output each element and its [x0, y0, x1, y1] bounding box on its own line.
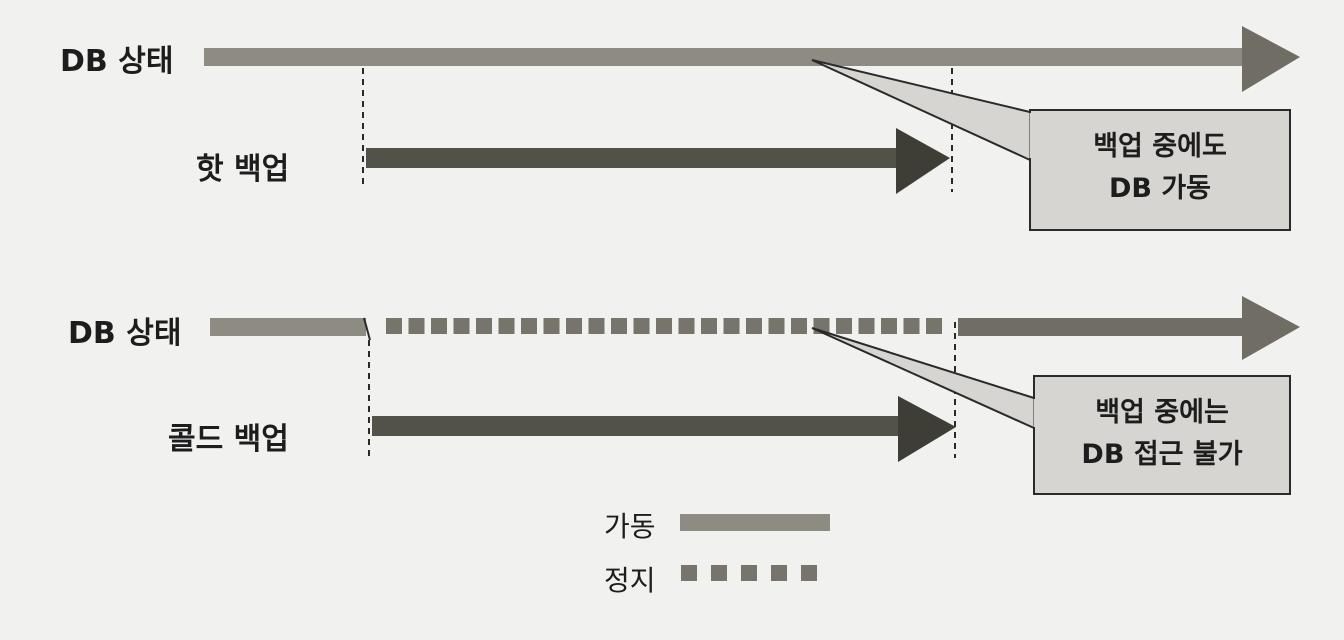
stopped-segment [881, 318, 897, 334]
cold-db-state-label: DB 상태 [68, 316, 182, 351]
hot-callout-line-1: 백업 중에도 [1093, 131, 1227, 162]
cold-callout-text: 백업 중에는 DB 접근 불가 [1034, 392, 1290, 476]
legend-running-label: 가동 [604, 510, 656, 543]
stopped-segment [566, 318, 582, 334]
legend-stopped-square [741, 565, 757, 581]
hot-backup-label: 핫 백업 [196, 152, 290, 187]
stopped-segment [633, 318, 650, 334]
cold-callout-line-1: 백업 중에는 [1095, 397, 1229, 428]
stopped-segment [498, 318, 515, 334]
stopped-segment [723, 318, 740, 334]
legend-stopped-swatch [681, 565, 817, 581]
legend-stopped-square [771, 565, 787, 581]
stopped-segment [701, 318, 717, 334]
hot-callout-line-2: DB 가동 [1108, 173, 1212, 204]
stopped-segment [791, 318, 807, 334]
stopped-segment [386, 318, 402, 334]
stopped-segment [746, 318, 762, 334]
legend-stopped-label: 정지 [604, 564, 656, 597]
stopped-segment [678, 318, 695, 334]
legend-stopped-square [681, 565, 697, 581]
stopped-segment [521, 318, 537, 334]
stopped-segment [431, 318, 447, 334]
cold-backup-label: 콜드 백업 [168, 422, 289, 457]
cold-callout-line-2: DB 접근 불가 [1081, 439, 1243, 470]
hot-backup-arrow [366, 128, 950, 194]
stopped-segment [453, 318, 470, 334]
stopped-segment [543, 318, 560, 334]
stopped-segment [903, 318, 920, 334]
stopped-segment [408, 318, 425, 334]
hot-callout-text: 백업 중에도 DB 가동 [1030, 126, 1290, 210]
hot-db-state-line [204, 26, 1300, 92]
legend-running-swatch [680, 514, 830, 531]
legend-stopped-square [711, 565, 727, 581]
cold-backup-arrow [372, 396, 956, 462]
stopped-segment [836, 318, 852, 334]
cold-db-stopped-segments [386, 318, 942, 334]
cold-db-state-line [210, 296, 1300, 360]
hot-db-state-label: DB 상태 [60, 44, 174, 79]
stopped-segment [611, 318, 627, 334]
stopped-segment [476, 318, 492, 334]
stopped-segment [768, 318, 785, 334]
stopped-segment [588, 318, 605, 334]
hot-callout-box [811, 59, 1291, 231]
cold-callout-box [811, 327, 1291, 495]
stopped-segment [656, 318, 672, 334]
stopped-segment [926, 318, 942, 334]
legend-stopped-square [801, 565, 817, 581]
stopped-segment [858, 318, 875, 334]
